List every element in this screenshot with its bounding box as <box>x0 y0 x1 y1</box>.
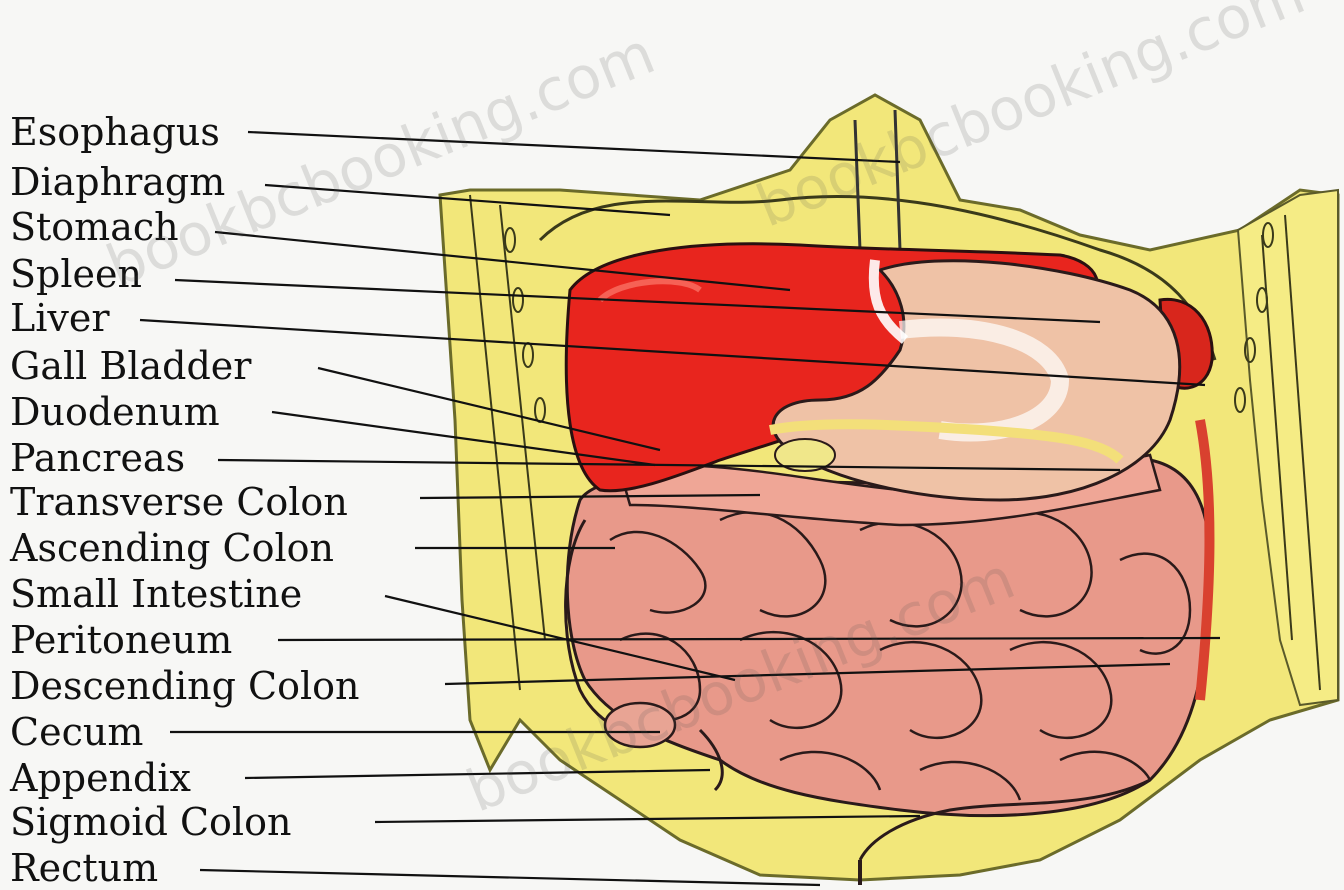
label-cecum: Cecum <box>10 710 143 754</box>
label-descending-colon: Descending Colon <box>10 664 360 708</box>
label-ascending-colon: Ascending Colon <box>10 526 334 570</box>
label-esophagus: Esophagus <box>10 110 220 154</box>
label-stomach: Stomach <box>10 205 179 249</box>
label-sigmoid-colon: Sigmoid Colon <box>10 800 291 844</box>
label-gall-bladder: Gall Bladder <box>10 344 251 388</box>
label-liver: Liver <box>10 296 110 340</box>
label-small-intestine: Small Intestine <box>10 572 302 616</box>
cecum <box>605 703 675 747</box>
label-appendix: Appendix <box>10 756 191 800</box>
label-duodenum: Duodenum <box>10 390 220 434</box>
label-pancreas: Pancreas <box>10 436 185 480</box>
label-diaphragm: Diaphragm <box>10 160 225 204</box>
label-transverse-colon: Transverse Colon <box>10 480 348 524</box>
label-peritoneum: Peritoneum <box>10 618 232 662</box>
label-spleen: Spleen <box>10 252 142 296</box>
label-rectum: Rectum <box>10 846 158 890</box>
